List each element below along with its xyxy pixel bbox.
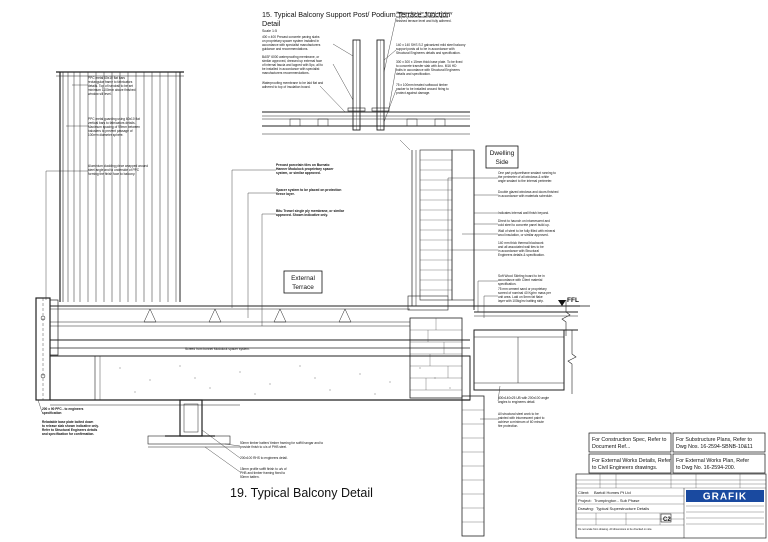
ref-box-substructure <box>672 432 766 453</box>
dwelling-side-line1: Dwelling <box>490 150 515 157</box>
detail-15-title: 15. Typical Balcony Support Post/ Podium… <box>262 10 450 33</box>
notes-left: PPC metal 60x10 flat bars rectangular fr… <box>88 76 149 176</box>
note-bm-3: 15mm profile soffit finish to u/s of PHB… <box>240 467 287 479</box>
dwelling-side-line2: Side <box>495 159 508 166</box>
note-right-9: 400x140x25 UB with 200x100 angle angles … <box>498 396 550 404</box>
ref-box-external-works-details <box>588 453 672 474</box>
note-bm-1: 50mm timber batten/ timber framing for s… <box>240 441 324 449</box>
note-mid-screed: Screed from bonnet Modulock spacer syste… <box>185 347 250 351</box>
note-left-3: Aluminium cladding piece wrapped around … <box>88 164 149 176</box>
terrace-build-up <box>49 305 580 406</box>
d15-note-3: Waterproofing membrane to be laid flat a… <box>262 81 324 89</box>
notes-bottom-mid: 50mm timber batten/ timber framing for s… <box>240 441 324 479</box>
note-right-3: Indicates internal wall finish beyond. <box>498 211 549 215</box>
d15-note-1: 400 x 400 Precast concrete paving slabs … <box>262 35 321 51</box>
title-block-text: Client: Bartoli Homes Pt Ltd Project: Tr… <box>578 490 671 531</box>
balustrade <box>56 71 184 302</box>
note-right-10: All structural steel work to be painted … <box>498 412 545 428</box>
tb-client: Bartoli Homes Pt Ltd <box>594 490 631 495</box>
tb-project: Trumpington - Sub Phase <box>594 498 640 503</box>
tb-drawing: Typical Superstructure Details <box>596 506 649 511</box>
note-right-6: 140 mm thick thermal blockwork and all a… <box>498 241 545 257</box>
grafik-logo-text: GRAFIK <box>703 492 747 503</box>
tb-drawing-label: Drawing: <box>578 506 594 511</box>
external-terrace-line2: Terrace <box>292 284 314 291</box>
d15-rnote-1: Waterproofing to be dressed up balcony s… <box>396 11 453 23</box>
dwelling-wall <box>407 149 578 537</box>
detail-15-drawing <box>262 39 470 135</box>
note-mid-3: Bitu Trowel single ply membrane, or simi… <box>276 209 345 217</box>
note-mid-1: Precast porcelain tiles on Burnato Hanne… <box>276 163 334 175</box>
grafik-logo: GRAFIK <box>686 490 764 525</box>
note-right-4: Direct to haunch on intumescent and cold… <box>498 219 551 227</box>
detail-15-leaders <box>319 17 397 123</box>
note-right-5: Wall of steel to be fully filled with mi… <box>498 229 556 237</box>
note-bl-1: 200 x 90 PFC - to engineers specificatio… <box>42 407 84 415</box>
slab-hatch <box>119 365 451 395</box>
detail-15-left-notes: 400 x 400 Precast concrete paving slabs … <box>262 35 324 89</box>
ref-box-construction-spec <box>588 432 672 453</box>
tb-project-label: Project: <box>578 498 592 503</box>
title-block <box>575 473 767 539</box>
d15-rnote-3: 300 x 300 x 15mm thick base plate. To be… <box>396 60 463 76</box>
detail-15-title-line1: 15. Typical Balcony Support Post/ Podium… <box>262 10 450 19</box>
dwelling-side-label: Dwelling Side <box>485 145 519 169</box>
detail-15-right-notes: Waterproofing to be dressed up balcony s… <box>396 11 466 95</box>
note-right-7: Soft Wood Skirting board to be in accord… <box>498 274 546 286</box>
note-left-2: PPC metal guarding using 60x10 flat vert… <box>88 117 141 137</box>
external-terrace-label: External Terrace <box>283 270 323 294</box>
note-mid-2: Spacer system to be placed on protection… <box>276 188 342 196</box>
tb-revision: C2 <box>663 517 671 523</box>
notes-bottom-left: 200 x 90 PFC - to engineers specificatio… <box>42 407 100 436</box>
d15-rnote-4: 75 x 100mm treated softwood timber packe… <box>396 83 450 95</box>
detail-15-scale: Scale 1:5 <box>262 29 277 33</box>
detail-15-title-line2: Detail <box>262 19 281 28</box>
note-right-2: Double glazed windows and doors finished… <box>498 190 559 198</box>
tb-client-label: Client: <box>578 490 589 495</box>
note-bm-2: 200x100 RHS to engineers detail. <box>240 456 288 460</box>
main-title: 19. Typical Balcony Detail <box>230 486 373 500</box>
note-right-8: 75 mm cement sand or proprietary screed … <box>498 287 552 303</box>
tb-footer: Do not scale from drawing. All dimension… <box>578 527 652 531</box>
ref-box-external-works-plan <box>672 453 766 474</box>
external-terrace-line1: External <box>291 275 315 282</box>
steel-beam-section <box>147 399 240 448</box>
d15-rnote-2: 140 x 140 SHS S:2 galvanized mild steel … <box>396 43 466 55</box>
ffl-marker: FFL <box>546 297 590 307</box>
balcony-edge <box>35 297 59 401</box>
note-right-1: One part polyurethane sealant running to… <box>498 171 557 183</box>
main-leaders <box>37 84 501 473</box>
notes-mid: Precast porcelain tiles on Burnato Hanne… <box>185 163 345 351</box>
ffl-label: FFL <box>567 297 579 304</box>
d15-note-2: BASF 6000 waterproofing membrane, or sim… <box>262 55 324 75</box>
notes-right: One part polyurethane sealant running to… <box>498 171 559 428</box>
note-bl-2: Rebatable base plate bolted down to rele… <box>42 420 100 436</box>
note-left-1: PPC metal 60x10 flat bars rectangular fr… <box>88 76 136 96</box>
